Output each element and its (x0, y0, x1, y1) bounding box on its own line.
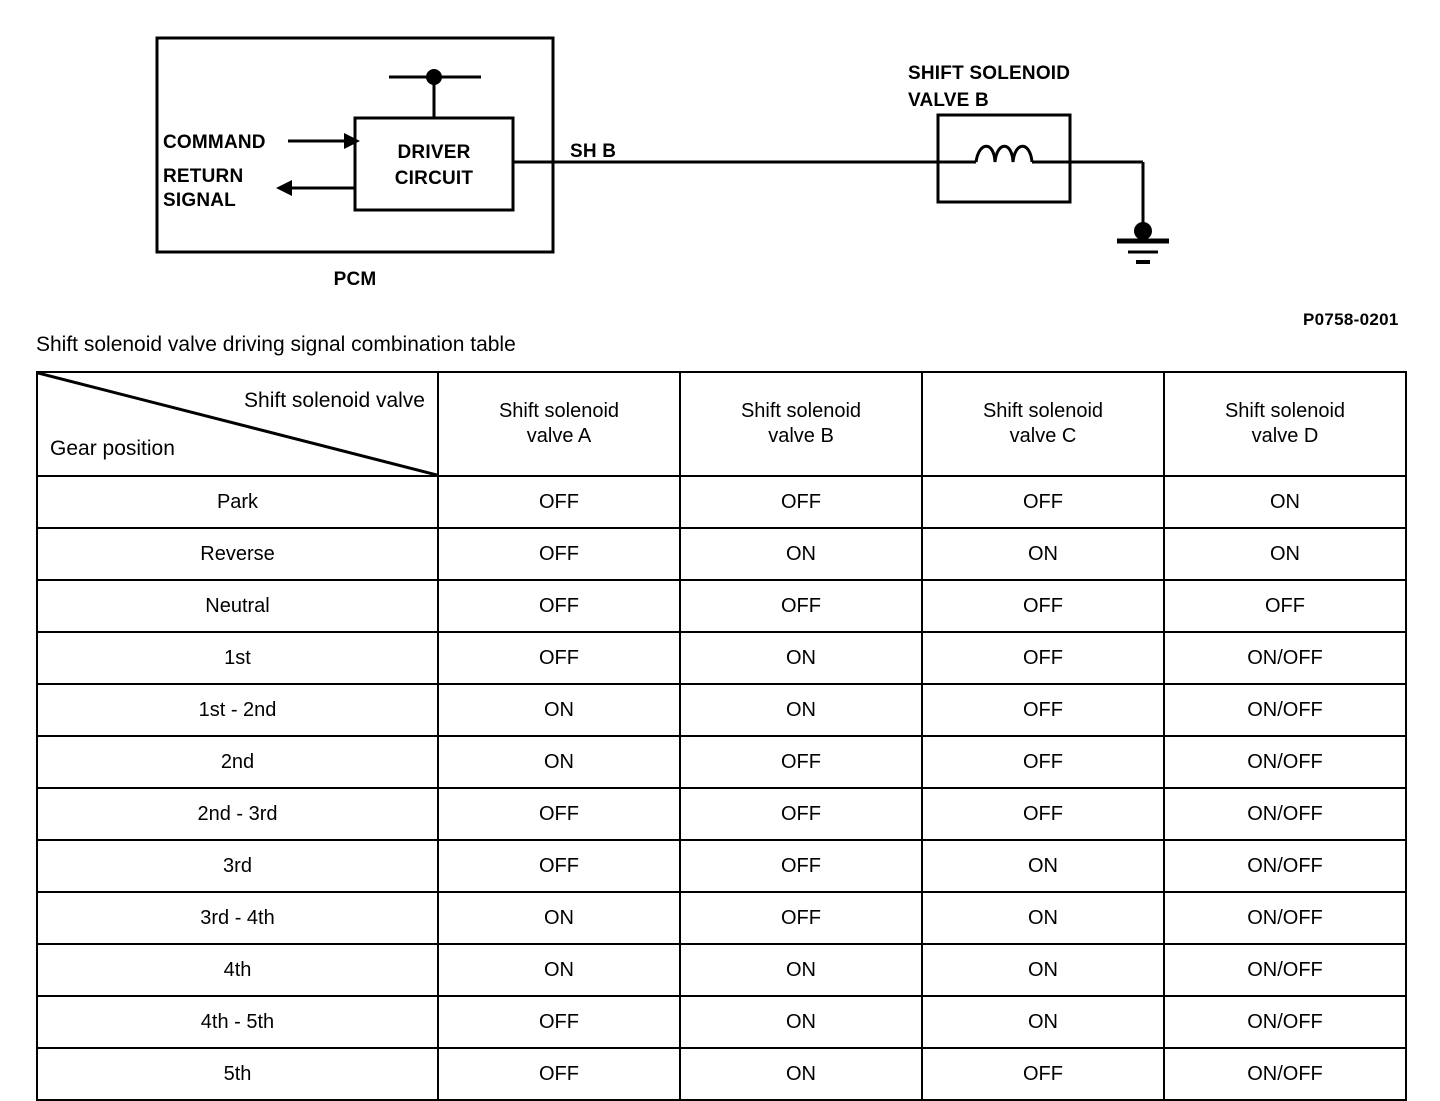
valve-state-cell: ON/OFF (1163, 735, 1407, 789)
valve-state-cell: OFF (679, 891, 923, 945)
gear-position-cell: Reverse (36, 527, 439, 581)
column-header-valve-a: Shift solenoid valve A (437, 371, 681, 477)
valve-state-cell: OFF (921, 787, 1165, 841)
gear-position-cell: 1st (36, 631, 439, 685)
valve-state-cell: OFF (679, 475, 923, 529)
circuit-schematic-svg (155, 36, 1169, 264)
column-header-valve-d: Shift solenoid valve D (1163, 371, 1407, 477)
gear-position-cell: 4th (36, 943, 439, 997)
table-header-row: Shift solenoid valve Gear position Shift… (36, 371, 1407, 477)
valve-state-cell: ON/OFF (1163, 891, 1407, 945)
valve-state-cell: OFF (921, 475, 1165, 529)
command-arrowhead (344, 133, 360, 149)
valve-state-cell: OFF (437, 839, 681, 893)
valve-state-cell: ON (437, 735, 681, 789)
valve-state-cell: ON (921, 891, 1165, 945)
valve-state-cell: ON/OFF (1163, 995, 1407, 1049)
valve-state-cell: ON/OFF (1163, 787, 1407, 841)
valve-state-cell: OFF (437, 1047, 681, 1101)
valve-state-cell: ON (1163, 527, 1407, 581)
supply-junction-dot (426, 69, 442, 85)
valve-state-cell: ON (921, 943, 1165, 997)
pcm-label: PCM (333, 269, 377, 290)
gear-position-cell: 4th - 5th (36, 995, 439, 1049)
valve-state-cell: OFF (921, 683, 1165, 737)
valve-state-cell: OFF (437, 787, 681, 841)
gear-position-cell: Neutral (36, 579, 439, 633)
valve-state-cell: OFF (679, 787, 923, 841)
gear-position-cell: 3rd - 4th (36, 891, 439, 945)
corner-header-bottom-label: Gear position (50, 437, 175, 460)
gear-position-cell: 2nd - 3rd (36, 787, 439, 841)
reference-code: P0758-0201 (1303, 310, 1399, 329)
valve-state-cell: OFF (679, 735, 923, 789)
valve-state-cell: OFF (437, 631, 681, 685)
column-header-valve-c: Shift solenoid valve C (921, 371, 1165, 477)
valve-state-cell: ON (679, 995, 923, 1049)
valve-state-cell: OFF (1163, 579, 1407, 633)
solenoid-coil-symbol (974, 144, 1034, 163)
valve-state-cell: OFF (679, 579, 923, 633)
table-caption: Shift solenoid valve driving signal comb… (36, 333, 516, 356)
valve-state-cell: ON/OFF (1163, 1047, 1407, 1101)
corner-header-top-label: Shift solenoid valve (244, 389, 425, 412)
valve-state-cell: OFF (921, 631, 1165, 685)
gear-position-cell: 1st - 2nd (36, 683, 439, 737)
valve-state-cell: OFF (437, 995, 681, 1049)
shift-solenoid-signal-table: Shift solenoid valve Gear position Shift… (36, 371, 1407, 1101)
valve-state-cell: OFF (679, 839, 923, 893)
column-header-valve-b: Shift solenoid valve B (679, 371, 923, 477)
driver-circuit-label: DRIVER CIRCUIT (394, 142, 474, 189)
valve-state-cell: ON/OFF (1163, 631, 1407, 685)
ground-junction-dot (1134, 222, 1152, 240)
gear-position-cell: 3rd (36, 839, 439, 893)
shb-wire-label: SH B (570, 141, 617, 162)
valve-state-cell: ON (1163, 475, 1407, 529)
valve-state-cell: ON (921, 839, 1165, 893)
gear-position-cell: Park (36, 475, 439, 529)
valve-state-cell: ON (437, 943, 681, 997)
valve-state-cell: OFF (437, 475, 681, 529)
pcm-enclosure-box (155, 36, 555, 254)
shift-solenoid-valve-b-label: SHIFT SOLENOID VALVE B (908, 63, 1071, 111)
valve-state-cell: ON (921, 527, 1165, 581)
valve-state-cell: ON/OFF (1163, 683, 1407, 737)
solenoid-valve-box (936, 113, 1072, 204)
return-signal-label: RETURN SIGNAL (163, 166, 244, 211)
valve-state-cell: OFF (437, 527, 681, 581)
valve-state-cell: ON (679, 527, 923, 581)
command-label: COMMAND (163, 132, 266, 153)
valve-state-cell: ON (679, 631, 923, 685)
gear-position-cell: 2nd (36, 735, 439, 789)
valve-state-cell: OFF (437, 579, 681, 633)
corner-header-cell: Shift solenoid valve Gear position (36, 371, 439, 477)
valve-state-cell: OFF (921, 735, 1165, 789)
valve-state-cell: ON (921, 995, 1165, 1049)
return-signal-arrowhead (276, 180, 292, 196)
valve-state-cell: ON/OFF (1163, 839, 1407, 893)
circuit-diagram: COMMAND RETURN SIGNAL DRIVER CIRCUIT SH … (0, 0, 1440, 340)
valve-state-cell: ON (679, 683, 923, 737)
valve-state-cell: OFF (921, 1047, 1165, 1101)
valve-state-cell: ON (679, 1047, 923, 1101)
valve-state-cell: ON (679, 943, 923, 997)
valve-state-cell: OFF (921, 579, 1165, 633)
valve-state-cell: ON (437, 683, 681, 737)
gear-position-cell: 5th (36, 1047, 439, 1101)
valve-state-cell: ON (437, 891, 681, 945)
valve-state-cell: ON/OFF (1163, 943, 1407, 997)
corner-diagonal-line (38, 373, 437, 475)
